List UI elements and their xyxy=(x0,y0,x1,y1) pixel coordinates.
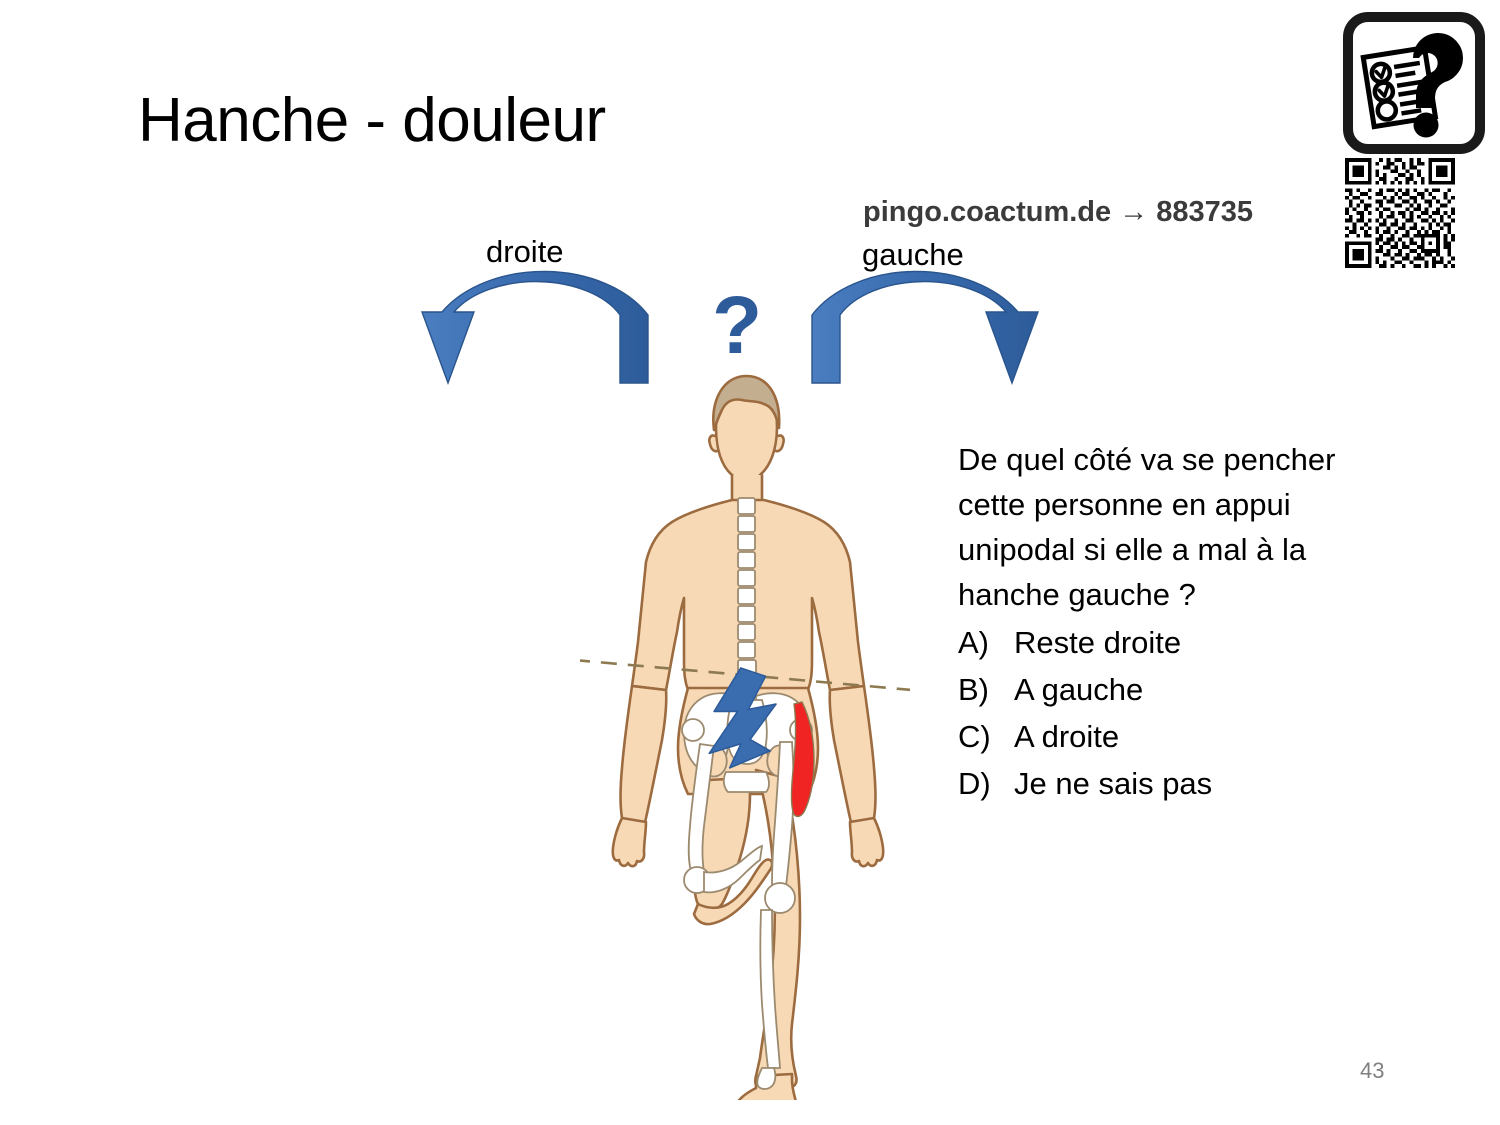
answer-option-b[interactable]: B) A gauche xyxy=(958,666,1388,713)
arrow-droite xyxy=(420,270,649,386)
question-line: unipodal si elle a mal à la xyxy=(958,532,1307,567)
qr-code[interactable] xyxy=(1345,158,1455,268)
label-gauche: gauche xyxy=(862,237,964,272)
question-line: hanche gauche ? xyxy=(958,577,1196,612)
question-line: cette personne en appui xyxy=(958,487,1291,522)
question-text: De quel côté va se pencher cette personn… xyxy=(958,437,1388,617)
red-hip-pain-area xyxy=(790,701,815,818)
option-key: A) xyxy=(958,625,989,660)
page-number: 43 xyxy=(1360,1058,1385,1083)
question-line: De quel côté va se pencher xyxy=(958,442,1336,477)
page-title: Hanche - douleur xyxy=(138,86,606,155)
option-label: Reste droite xyxy=(1014,625,1182,660)
option-key: B) xyxy=(958,672,989,707)
answer-options-list: A) Reste droite B) A gauche C) A droite … xyxy=(958,619,1388,807)
arrow-gauche xyxy=(811,270,1040,386)
option-label: A gauche xyxy=(1014,672,1144,707)
center-question-mark: ? xyxy=(712,280,763,371)
standing-person-one-leg-pelvis-anatomy xyxy=(573,370,913,1116)
option-key: D) xyxy=(958,766,991,801)
option-label: Je ne sais pas xyxy=(1014,766,1213,801)
option-key: C) xyxy=(958,719,991,754)
answer-option-c[interactable]: C) A droite xyxy=(958,713,1388,760)
answer-option-a[interactable]: A) Reste droite xyxy=(958,619,1388,666)
answer-option-d[interactable]: D) Je ne sais pas xyxy=(958,760,1388,807)
direction-arrows xyxy=(400,265,1060,400)
lightning-bolt-icon xyxy=(708,667,777,769)
poll-service-line: pingo.coactum.de → 883735 xyxy=(863,196,1254,228)
option-label: A droite xyxy=(1014,719,1120,754)
label-droite: droite xyxy=(486,234,564,269)
quiz-checklist-question-icon xyxy=(1343,12,1485,154)
question-block: De quel côté va se pencher cette personn… xyxy=(958,437,1388,807)
